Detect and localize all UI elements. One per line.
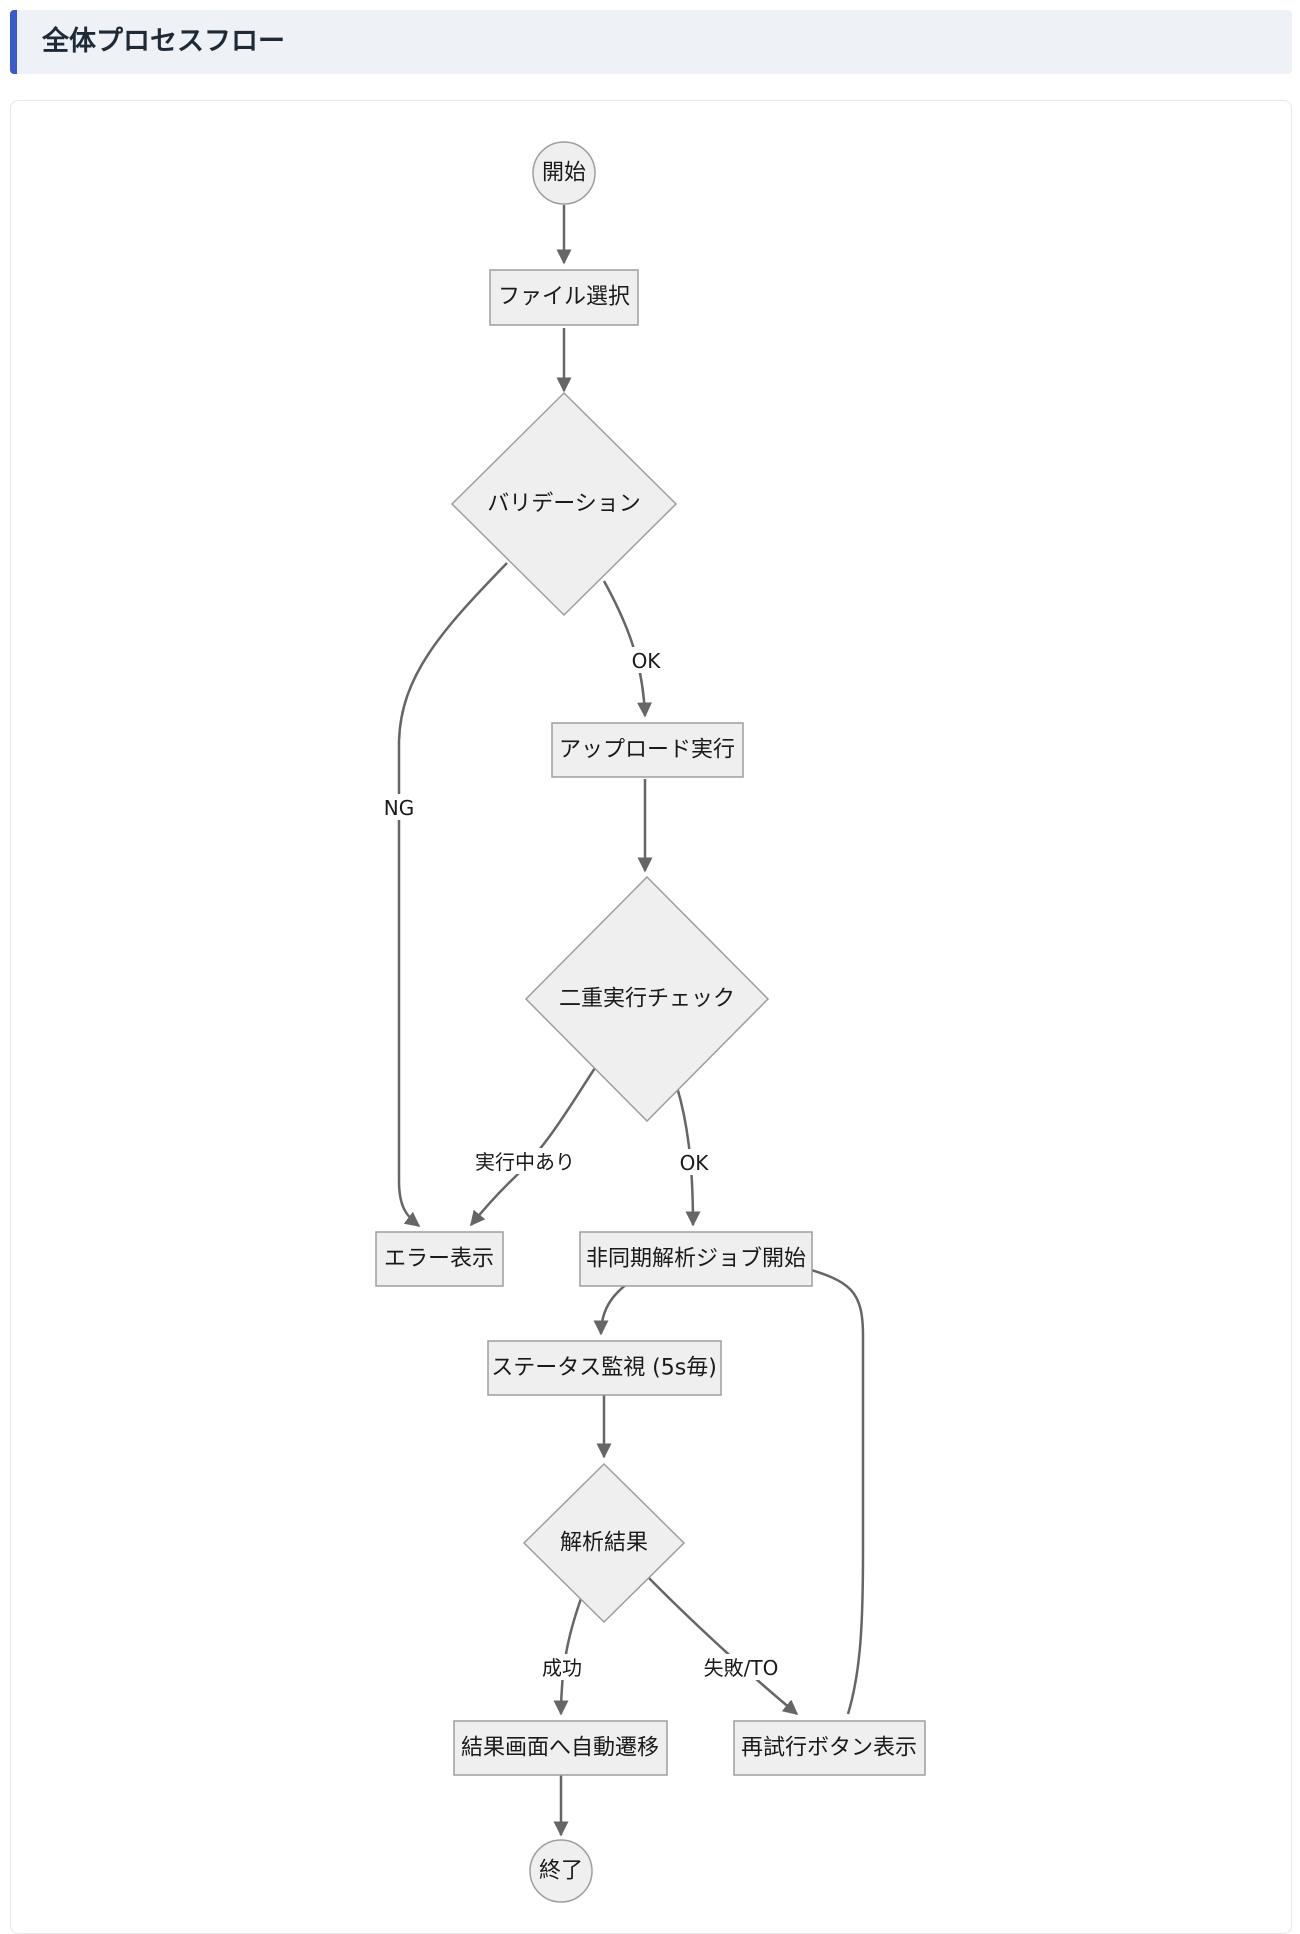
svg-text:解析結果: 解析結果: [560, 1531, 648, 1556]
edge-validation-ok: [602, 580, 653, 718]
svg-text:アップロード実行: アップロード実行: [559, 738, 735, 763]
svg-text:非同期解析ジョブ開始: 非同期解析ジョブ開始: [586, 1247, 806, 1272]
edge-check-running: [470, 1064, 599, 1227]
svg-text:再試行ボタン表示: 再試行ボタン表示: [741, 1736, 917, 1761]
node-retry: 再試行ボタン表示: [733, 1720, 926, 1776]
edge-label-fail-timeout: 失敗/TO: [704, 1656, 779, 1680]
node-error: エラー表示: [375, 1231, 504, 1287]
edge-validation-ng: [397, 562, 508, 1227]
edge-check-ok: [675, 1086, 701, 1227]
flowchart: OK NG 実行中あり OK 成功 失敗/TO 開始 ファイル選択: [375, 141, 926, 1903]
svg-text:開始: 開始: [542, 161, 586, 186]
svg-text:終了: 終了: [539, 1859, 583, 1884]
node-start: 開始: [532, 141, 596, 205]
edge-result-fail: [644, 1573, 799, 1715]
svg-text:ファイル選択: ファイル選択: [498, 285, 630, 310]
edge-label-running: 実行中あり: [475, 1150, 575, 1174]
svg-text:エラー表示: エラー表示: [384, 1247, 494, 1272]
node-status-watch: ステータス監視 (5s毎): [487, 1340, 722, 1396]
edge-label-success: 成功: [542, 1656, 582, 1680]
nodes: 開始 ファイル選択 バリデーション アップロード実行 二重実行チェック エラー表: [375, 141, 926, 1903]
svg-text:ステータス監視 (5s毎): ステータス監視 (5s毎): [491, 1356, 717, 1381]
node-result: 解析結果: [522, 1462, 686, 1624]
svg-text:結果画面へ自動遷移: 結果画面へ自動遷移: [461, 1736, 659, 1761]
node-upload: アップロード実行: [551, 722, 744, 778]
node-auto-nav: 結果画面へ自動遷移: [453, 1720, 668, 1776]
edge-labels: OK NG 実行中あり OK 成功 失敗/TO: [384, 647, 783, 1680]
edge-result-success: [553, 1592, 585, 1716]
node-select-file: ファイル選択: [489, 269, 639, 326]
edge-label-double-ok: OK: [680, 1151, 710, 1175]
section-header: 全体プロセスフロー: [10, 10, 1292, 74]
section-title: 全体プロセスフロー: [42, 26, 285, 57]
edge-label-validation-ng: NG: [384, 796, 414, 820]
edge-retry-to-job: [767, 1254, 865, 1715]
node-async-job: 非同期解析ジョブ開始: [579, 1231, 813, 1287]
svg-text:バリデーション: バリデーション: [487, 492, 641, 517]
node-end: 終了: [529, 1839, 593, 1903]
edge-label-validation-ok: OK: [632, 649, 662, 673]
svg-text:二重実行チェック: 二重実行チェック: [559, 987, 735, 1012]
node-validation: バリデーション: [450, 391, 678, 617]
flowchart-card: OK NG 実行中あり OK 成功 失敗/TO 開始 ファイル選択: [10, 100, 1292, 1934]
node-double-check: 二重実行チェック: [524, 875, 770, 1123]
